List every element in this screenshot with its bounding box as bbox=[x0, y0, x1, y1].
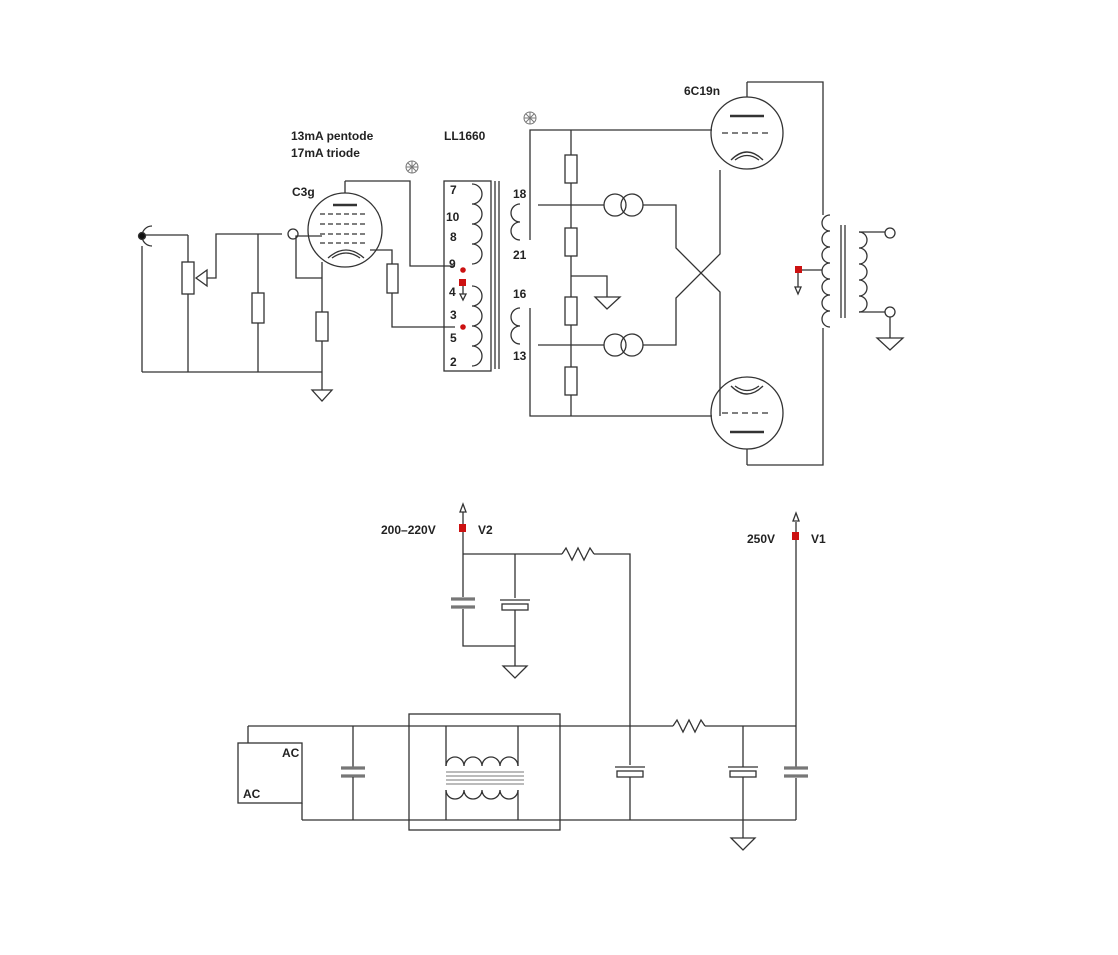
star-marker-2-icon bbox=[523, 111, 537, 125]
v1-connection bbox=[792, 532, 799, 540]
ac-input-box bbox=[237, 726, 303, 820]
pin-13-label: 13 bbox=[513, 349, 527, 363]
pin-8-label: 8 bbox=[450, 230, 457, 244]
v2-voltage-label: 200–220V bbox=[381, 523, 436, 537]
transformer-primary-windings bbox=[471, 183, 483, 367]
lower-ccs-wire-right bbox=[643, 170, 721, 346]
pin-21-label: 21 bbox=[513, 248, 527, 262]
screen-resistor-wire bbox=[391, 293, 455, 328]
supply-ground-symbol-icon bbox=[729, 837, 757, 851]
screen-resistor bbox=[386, 263, 399, 294]
speaker-return-terminal-icon bbox=[884, 306, 896, 318]
lower-6c19n-tube-icon bbox=[710, 376, 784, 450]
ac-bottom-label: AC bbox=[243, 787, 261, 801]
v2-name-label: V2 bbox=[478, 523, 493, 537]
pin-3-5-junction bbox=[460, 324, 466, 330]
volume-potentiometer bbox=[181, 233, 282, 372]
v1-arrow-icon bbox=[792, 511, 800, 532]
driver-current-pentode-label: 13mA pentode bbox=[291, 129, 374, 143]
pin-9-junction bbox=[460, 267, 466, 273]
output-ct-connection bbox=[795, 266, 802, 273]
v2-filter-resistor bbox=[561, 546, 595, 562]
power-transformer-box bbox=[408, 713, 561, 831]
output-ct-arrow-icon bbox=[794, 273, 802, 296]
v1-film-capacitor bbox=[784, 766, 808, 820]
pin-10-label: 10 bbox=[446, 210, 460, 224]
input-jack-icon bbox=[137, 225, 153, 247]
output-transformer-primary bbox=[821, 214, 831, 328]
v1-electrolytic-capacitor bbox=[728, 726, 758, 838]
pin-16-label: 16 bbox=[513, 287, 527, 301]
power-transformer-icon bbox=[445, 726, 524, 820]
v2-film-capacitor bbox=[451, 597, 515, 647]
pin-18-label: 18 bbox=[513, 187, 527, 201]
pin-4-connection bbox=[459, 279, 466, 286]
speaker-ground-symbol-icon bbox=[875, 337, 905, 351]
v2-arrow-icon bbox=[459, 502, 467, 524]
transformer-secondary-windings bbox=[510, 203, 521, 345]
speaker-hot-terminal-icon bbox=[884, 227, 896, 239]
pin-4-label: 4 bbox=[449, 285, 456, 299]
driver-current-triode-label: 17mA triode bbox=[291, 146, 360, 160]
star-marker-1-icon bbox=[405, 160, 419, 174]
bias-ground-wire bbox=[571, 275, 608, 297]
screen-wire bbox=[370, 249, 393, 264]
pin-9-label: 9 bbox=[449, 257, 456, 271]
transformer-label: LL1660 bbox=[444, 129, 486, 143]
grid-resistor bbox=[251, 234, 265, 372]
pin-5-label: 5 bbox=[450, 331, 457, 345]
bias-ground-symbol-icon bbox=[593, 296, 622, 310]
lower-current-source-icon bbox=[603, 333, 644, 357]
driver-tube-label: C3g bbox=[292, 185, 315, 199]
reservoir-electrolytic-capacitor bbox=[615, 766, 645, 820]
v1-name-label: V1 bbox=[811, 532, 826, 546]
v1-filter-resistor bbox=[672, 718, 706, 734]
v2-connection bbox=[459, 524, 466, 532]
cathode-resistor bbox=[315, 311, 329, 342]
v1-voltage-label: 250V bbox=[747, 532, 775, 546]
v2-electrolytic-capacitor bbox=[500, 554, 530, 666]
v2-to-reservoir-wire bbox=[594, 553, 631, 765]
transformer-frame bbox=[443, 180, 492, 372]
pin-2-label: 2 bbox=[450, 355, 457, 369]
upper-6c19n-tube-icon bbox=[710, 96, 784, 170]
bias-divider-column bbox=[564, 130, 578, 416]
v2-ground-symbol-icon bbox=[501, 665, 529, 679]
output-transformer-secondary bbox=[858, 231, 868, 313]
c3g-cathode-wire bbox=[295, 235, 322, 279]
pin-7-label: 7 bbox=[450, 183, 457, 197]
ground-symbol-icon bbox=[310, 389, 334, 402]
lower-grid-wire bbox=[529, 308, 712, 417]
mains-capacitor bbox=[341, 726, 365, 820]
upper-plate-to-output bbox=[747, 81, 824, 215]
upper-current-source-icon bbox=[603, 193, 644, 217]
c3g-tube-icon bbox=[287, 192, 383, 268]
ac-top-label: AC bbox=[282, 746, 300, 760]
lower-plate-to-output bbox=[747, 328, 824, 466]
upper-ccs-wire-right bbox=[643, 204, 721, 416]
pin-4-arrow-icon bbox=[458, 286, 468, 302]
output-tube-label: 6C19n bbox=[684, 84, 720, 98]
c3g-plate-to-transformer bbox=[345, 180, 455, 267]
upper-grid-wire bbox=[529, 129, 712, 240]
pin-3-label: 3 bbox=[450, 308, 457, 322]
